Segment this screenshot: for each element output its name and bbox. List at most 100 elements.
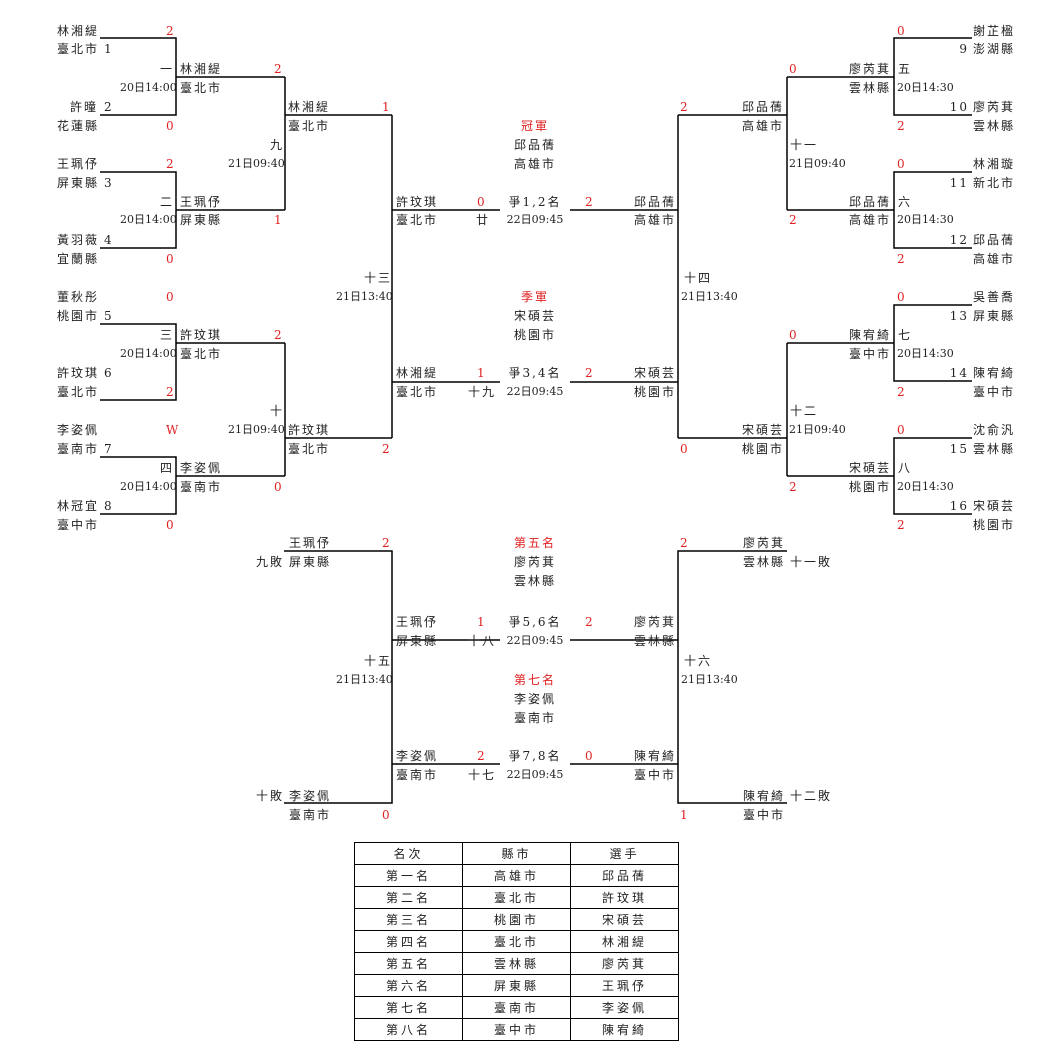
player-name: 廖芮萁 (743, 536, 786, 550)
player-city: 臺南市 (396, 768, 439, 782)
player-name: 林湘緹 (180, 62, 223, 76)
player-name: 林湘璇 (973, 157, 1016, 171)
score: 2 (897, 252, 907, 266)
match-number: 二 (160, 195, 175, 209)
bracket-line-match-10 (284, 343, 392, 476)
player-name: 林湘緹 (288, 100, 331, 114)
city-cell: 屏東縣 (462, 974, 571, 997)
seed-number: 11 (949, 176, 969, 190)
seed-number: 4 (104, 233, 114, 247)
seed-number: 2 (104, 100, 114, 114)
score: 0 (382, 808, 392, 822)
match-time: 22日09:45 (506, 385, 564, 398)
bracket-line-match-1 (100, 37, 285, 116)
table-row: 第六名屏東縣王珮伃 (354, 974, 679, 997)
player-name: 宋碩芸 (973, 499, 1016, 513)
player-city: 雲林縣 (633, 634, 676, 648)
player-city: 臺北市 (57, 385, 100, 399)
player-name: 謝芷楹 (973, 24, 1016, 38)
match-label: 爭5,6名 (508, 615, 562, 629)
table-row: 第一名高雄市邱品蒨 (354, 864, 679, 887)
player-name: 沈俞汎 (973, 423, 1016, 437)
player-name: 廖芮萁 (633, 615, 676, 629)
player-cell: 宋碩芸 (570, 908, 679, 931)
match-time: 21日09:40 (228, 423, 285, 436)
match-time: 22日09:45 (506, 768, 564, 781)
player-city: 雲林縣 (743, 555, 786, 569)
match-time: 20日14:30 (897, 213, 954, 226)
player-name: 黃羽薇 (57, 233, 100, 247)
player-city: 臺南市 (289, 808, 332, 822)
score: 2 (680, 536, 690, 550)
match-number: 四 (160, 461, 175, 475)
score: 1 (477, 366, 487, 380)
player-cell: 廖芮萁 (570, 952, 679, 975)
player-city: 雲林縣 (973, 442, 1016, 456)
player-name: 許曈 (70, 100, 99, 114)
fifth-place-title: 第五名 (513, 536, 556, 550)
city-cell: 桃園市 (462, 908, 571, 931)
loser-from-label: 十敗 (256, 789, 285, 803)
player-city: 臺北市 (180, 347, 223, 361)
third-place-title: 季軍 (520, 290, 549, 304)
match-label: 爭1,2名 (508, 195, 562, 209)
score: 0 (477, 195, 487, 209)
score: W (166, 423, 181, 437)
seventh-place-title: 第七名 (513, 673, 556, 687)
player-name: 王珮伃 (289, 536, 332, 550)
city-cell: 雲林縣 (462, 952, 571, 975)
score: 2 (274, 62, 284, 76)
score: 0 (789, 62, 799, 76)
score: 2 (585, 615, 595, 629)
player-city: 雲林縣 (973, 119, 1016, 133)
player-city: 高雄市 (973, 252, 1016, 266)
match-number: 十五 (364, 654, 393, 668)
match-time: 20日14:00 (120, 347, 177, 360)
score: 2 (382, 442, 392, 456)
score: 1 (477, 615, 487, 629)
score: 2 (274, 328, 284, 342)
match-time: 20日14:30 (897, 81, 954, 94)
score: 2 (789, 480, 799, 494)
player-city: 高雄市 (741, 119, 784, 133)
match-number: 九 (270, 138, 285, 152)
match-number: 十七 (468, 768, 497, 782)
seed-number: 9 (959, 42, 969, 56)
match-time: 21日13:40 (336, 673, 393, 686)
score: 2 (477, 749, 487, 763)
match-time: 20日14:00 (120, 81, 177, 94)
score: 2 (789, 213, 799, 227)
player-city: 臺中市 (973, 385, 1016, 399)
seed-number: 3 (104, 176, 114, 190)
match-time: 21日09:40 (228, 157, 285, 170)
seventh-place-city: 臺南市 (513, 711, 556, 725)
column-header-city: 縣市 (462, 842, 571, 865)
match-time: 22日09:45 (506, 634, 564, 647)
score: 2 (166, 24, 176, 38)
score: 0 (789, 328, 799, 342)
score: 1 (274, 213, 284, 227)
match-time: 20日14:30 (897, 347, 954, 360)
match-time: 21日13:40 (681, 673, 738, 686)
player-name: 陳宥綺 (743, 789, 786, 803)
player-city: 屏東縣 (57, 176, 100, 190)
score: 0 (897, 423, 907, 437)
seed-number: 1 (104, 42, 114, 56)
rank-cell: 第二名 (354, 886, 463, 909)
match-label: 爭7,8名 (508, 749, 562, 763)
seed-number: 14 (949, 366, 969, 380)
score: 0 (166, 119, 176, 133)
player-cell: 王珮伃 (570, 974, 679, 997)
player-name: 許玟琪 (57, 366, 100, 380)
score: 2 (585, 366, 595, 380)
loser-from-label: 十一敗 (790, 555, 833, 569)
player-city: 桃園市 (848, 480, 891, 494)
table-row: 第八名臺中市陳宥綺 (354, 1018, 679, 1041)
city-cell: 臺北市 (462, 930, 571, 953)
player-cell: 李姿佩 (570, 996, 679, 1019)
bracket-line-match-9 (284, 77, 392, 210)
match-number: 十六 (684, 654, 713, 668)
match-time: 21日13:40 (681, 290, 738, 303)
match-number: 一 (160, 62, 175, 76)
player-city: 臺北市 (288, 442, 331, 456)
